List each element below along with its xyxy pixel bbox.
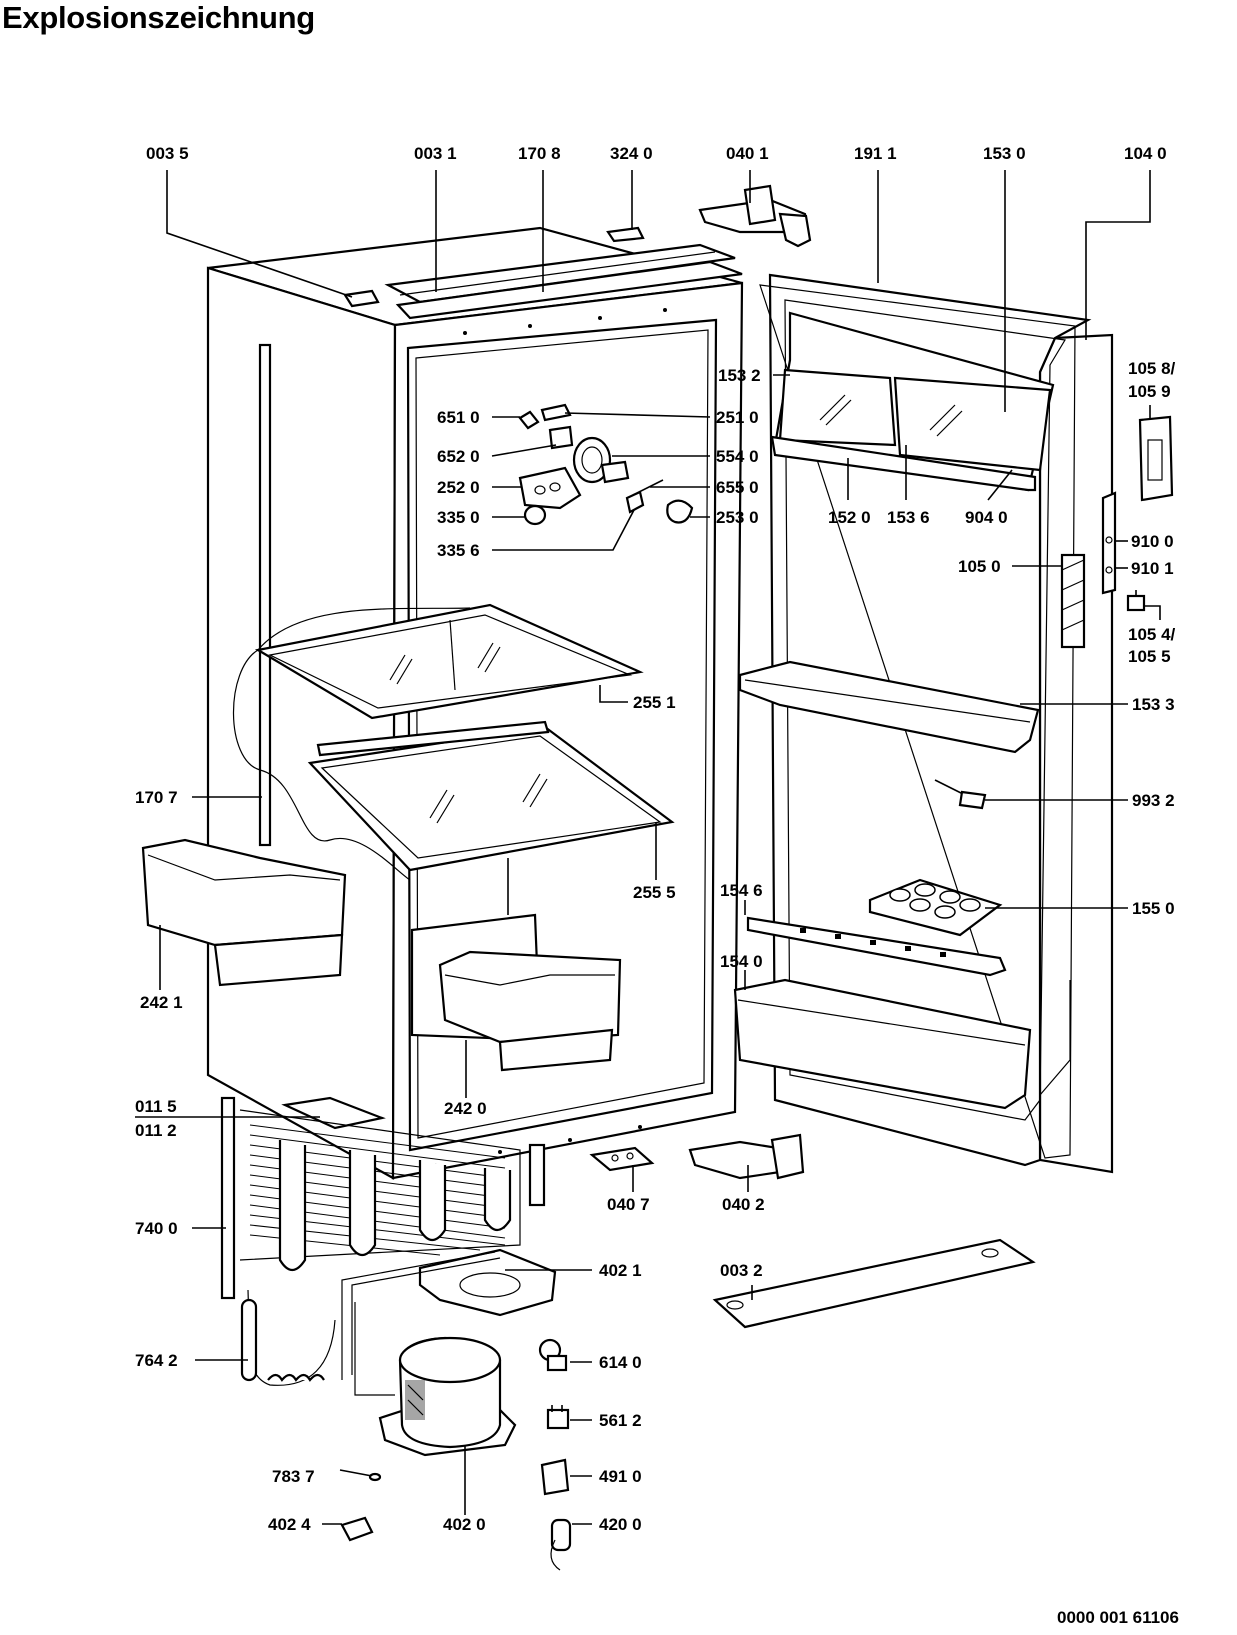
label-655-0: 655 0 <box>716 478 759 497</box>
glass-shelf-lower <box>307 720 675 872</box>
liner-contour-top <box>257 607 471 651</box>
protector-491 <box>540 1458 570 1496</box>
part-labels: 003 5 003 1 170 8 324 0 040 1 191 1 153 … <box>135 144 1176 1534</box>
small-lamp-part <box>934 779 987 810</box>
thermostat-assembly <box>518 403 694 526</box>
label-105-8: 105 8/ <box>1128 359 1176 378</box>
label-105-0: 105 0 <box>958 557 1001 576</box>
label-105-5: 105 5 <box>1128 647 1171 666</box>
label-105-4: 105 4/ <box>1128 625 1176 644</box>
label-040-2: 040 2 <box>722 1195 765 1214</box>
base-rail <box>712 1238 1036 1329</box>
condenser-coil <box>220 1096 546 1300</box>
door-shelf-bottom <box>733 978 1032 1110</box>
label-402-1: 402 1 <box>599 1261 642 1280</box>
label-153-6: 153 6 <box>887 508 930 527</box>
capacitor-420 <box>550 1518 572 1571</box>
crisper-drawer-left <box>141 838 347 987</box>
label-652-0: 652 0 <box>437 447 480 466</box>
bottom-hinge-plate <box>589 1146 655 1172</box>
document-number: 0000 001 61106 <box>1057 1608 1179 1627</box>
bottom-bracket <box>281 1096 386 1130</box>
label-764-2: 764 2 <box>135 1351 178 1370</box>
hatched-strip <box>1060 553 1086 649</box>
label-651-0: 651 0 <box>437 408 480 427</box>
label-153-3: 153 3 <box>1132 695 1175 714</box>
label-255-5: 255 5 <box>633 883 676 902</box>
door-top-compartment <box>770 311 1055 492</box>
label-420-0: 420 0 <box>599 1515 642 1534</box>
label-910-0: 910 0 <box>1131 532 1174 551</box>
top-cover-strips <box>343 226 743 320</box>
label-910-1: 910 1 <box>1131 559 1174 578</box>
door-hinge-part <box>1138 415 1174 502</box>
label-491-0: 491 0 <box>599 1467 642 1486</box>
label-783-7: 783 7 <box>272 1467 315 1486</box>
label-255-1: 255 1 <box>633 693 676 712</box>
relay-614 <box>538 1338 568 1372</box>
label-154-0: 154 0 <box>720 952 763 971</box>
label-402-0: 402 0 <box>443 1515 486 1534</box>
label-153-2: 153 2 <box>718 366 761 385</box>
liner-contour <box>232 649 411 881</box>
label-335-0: 335 0 <box>437 508 480 527</box>
label-011-5: 011 5 <box>135 1097 177 1116</box>
label-993-2: 993 2 <box>1132 791 1175 810</box>
label-252-0: 252 0 <box>437 478 480 497</box>
label-154-6: 154 6 <box>720 881 763 900</box>
label-170-7: 170 7 <box>135 788 178 807</box>
door-side-rail <box>1101 491 1117 595</box>
label-105-9: 105 9 <box>1128 382 1171 401</box>
label-170-8: 170 8 <box>518 144 561 163</box>
clip-783 <box>339 1469 382 1482</box>
label-040-7: 040 7 <box>607 1195 650 1214</box>
label-040-1: 040 1 <box>726 144 769 163</box>
label-324-0: 324 0 <box>610 144 653 163</box>
label-003-5: 003 5 <box>146 144 189 163</box>
glass-shelf-upper <box>254 603 644 720</box>
label-003-2: 003 2 <box>720 1261 763 1280</box>
label-242-0: 242 0 <box>444 1099 487 1118</box>
door-shelf-middle <box>738 660 1040 754</box>
top-hinge <box>698 184 812 248</box>
label-003-1: 003 1 <box>414 144 457 163</box>
label-251-0: 251 0 <box>716 408 759 427</box>
label-904-0: 904 0 <box>965 508 1008 527</box>
label-155-0: 155 0 <box>1132 899 1175 918</box>
label-104-0: 104 0 <box>1124 144 1167 163</box>
label-152-0: 152 0 <box>828 508 871 527</box>
leader-lines <box>135 170 1161 1525</box>
compressor <box>378 1336 517 1457</box>
label-242-1: 242 1 <box>140 993 183 1012</box>
bottle-rail <box>746 916 1007 977</box>
diagram-title: Explosionszeichnung <box>2 0 315 35</box>
label-561-2: 561 2 <box>599 1411 642 1430</box>
label-335-6: 335 6 <box>437 541 480 560</box>
label-402-4: 402 4 <box>268 1515 311 1534</box>
egg-tray <box>868 878 1003 937</box>
filter-drier <box>240 1298 325 1382</box>
label-191-1: 191 1 <box>854 144 897 163</box>
label-614-0: 614 0 <box>599 1353 642 1372</box>
label-554-0: 554 0 <box>716 447 759 466</box>
label-011-2: 011 2 <box>135 1121 177 1140</box>
label-153-0: 153 0 <box>983 144 1026 163</box>
label-740-0: 740 0 <box>135 1219 178 1238</box>
crisper-drawer-inside <box>438 950 622 1072</box>
grommet-402-4 <box>340 1516 374 1542</box>
small-clip-part <box>1126 590 1146 612</box>
starter-561 <box>546 1405 570 1430</box>
label-253-0: 253 0 <box>716 508 759 527</box>
bottom-hinge <box>688 1133 805 1180</box>
